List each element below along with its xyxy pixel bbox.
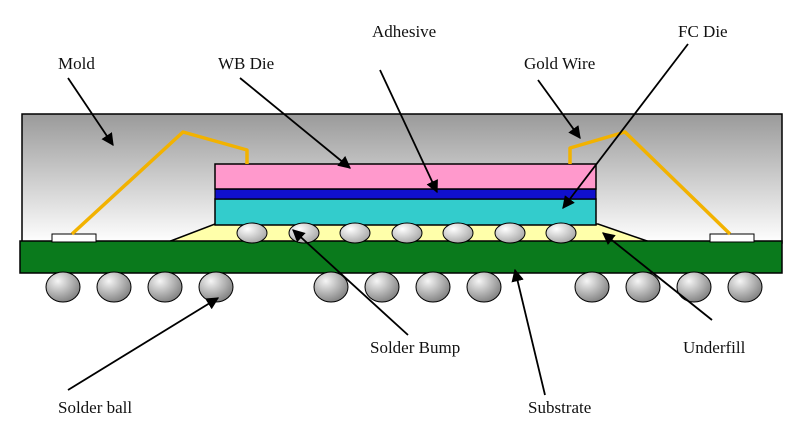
- mold-label: Mold: [58, 54, 95, 73]
- solder-ball: [45, 271, 81, 303]
- solder-balls: [45, 271, 763, 303]
- solder-ball-arrow: [67, 297, 220, 391]
- gold-wire-label: Gold Wire: [524, 54, 595, 73]
- wb-die-arrow: [239, 77, 351, 169]
- leader-arrows: [67, 43, 713, 396]
- substrate-label: Substrate: [528, 398, 591, 417]
- fc-die-label: FC Die: [678, 22, 728, 41]
- solder-ball: [198, 271, 234, 303]
- solder-ball: [313, 271, 349, 303]
- solder-bump: [339, 222, 371, 244]
- fc-die-arrow: [562, 43, 689, 210]
- underfill-arrow: [602, 232, 713, 321]
- solder-ball: [415, 271, 451, 303]
- solder-ball: [96, 271, 132, 303]
- left-bond-pad: [51, 233, 97, 243]
- underfill-label: Underfill: [683, 338, 746, 357]
- right-gold-wire: [568, 130, 732, 236]
- solder-bump: [236, 222, 268, 244]
- fc-die: [214, 198, 597, 226]
- wb-die: [214, 163, 597, 190]
- solder-ball: [574, 271, 610, 303]
- solder-bump: [545, 222, 577, 244]
- solder-bump-label: Solder Bump: [370, 338, 460, 357]
- solder-ball: [625, 271, 661, 303]
- substrate-layer: [19, 240, 783, 274]
- solder-ball: [676, 271, 712, 303]
- solder-bump: [494, 222, 526, 244]
- solder-ball: [466, 271, 502, 303]
- gold-wire-arrow: [537, 79, 581, 140]
- left-gold-wire: [70, 130, 249, 236]
- solder-ball: [727, 271, 763, 303]
- adhesive-arrow: [379, 69, 438, 194]
- solder-ball: [364, 271, 400, 303]
- right-bond-pad: [709, 233, 755, 243]
- adhesive-label: Adhesive: [372, 22, 436, 41]
- solder-bump-arrow: [292, 229, 409, 336]
- mold-arrow: [67, 77, 114, 147]
- solder-bump: [442, 222, 474, 244]
- wb-die-label: WB Die: [218, 54, 274, 73]
- solder-bump: [391, 222, 423, 244]
- solder-ball: [147, 271, 183, 303]
- solder-ball-label: Solder ball: [58, 398, 132, 417]
- adhesive-layer: [214, 188, 597, 200]
- substrate-arrow: [511, 268, 546, 396]
